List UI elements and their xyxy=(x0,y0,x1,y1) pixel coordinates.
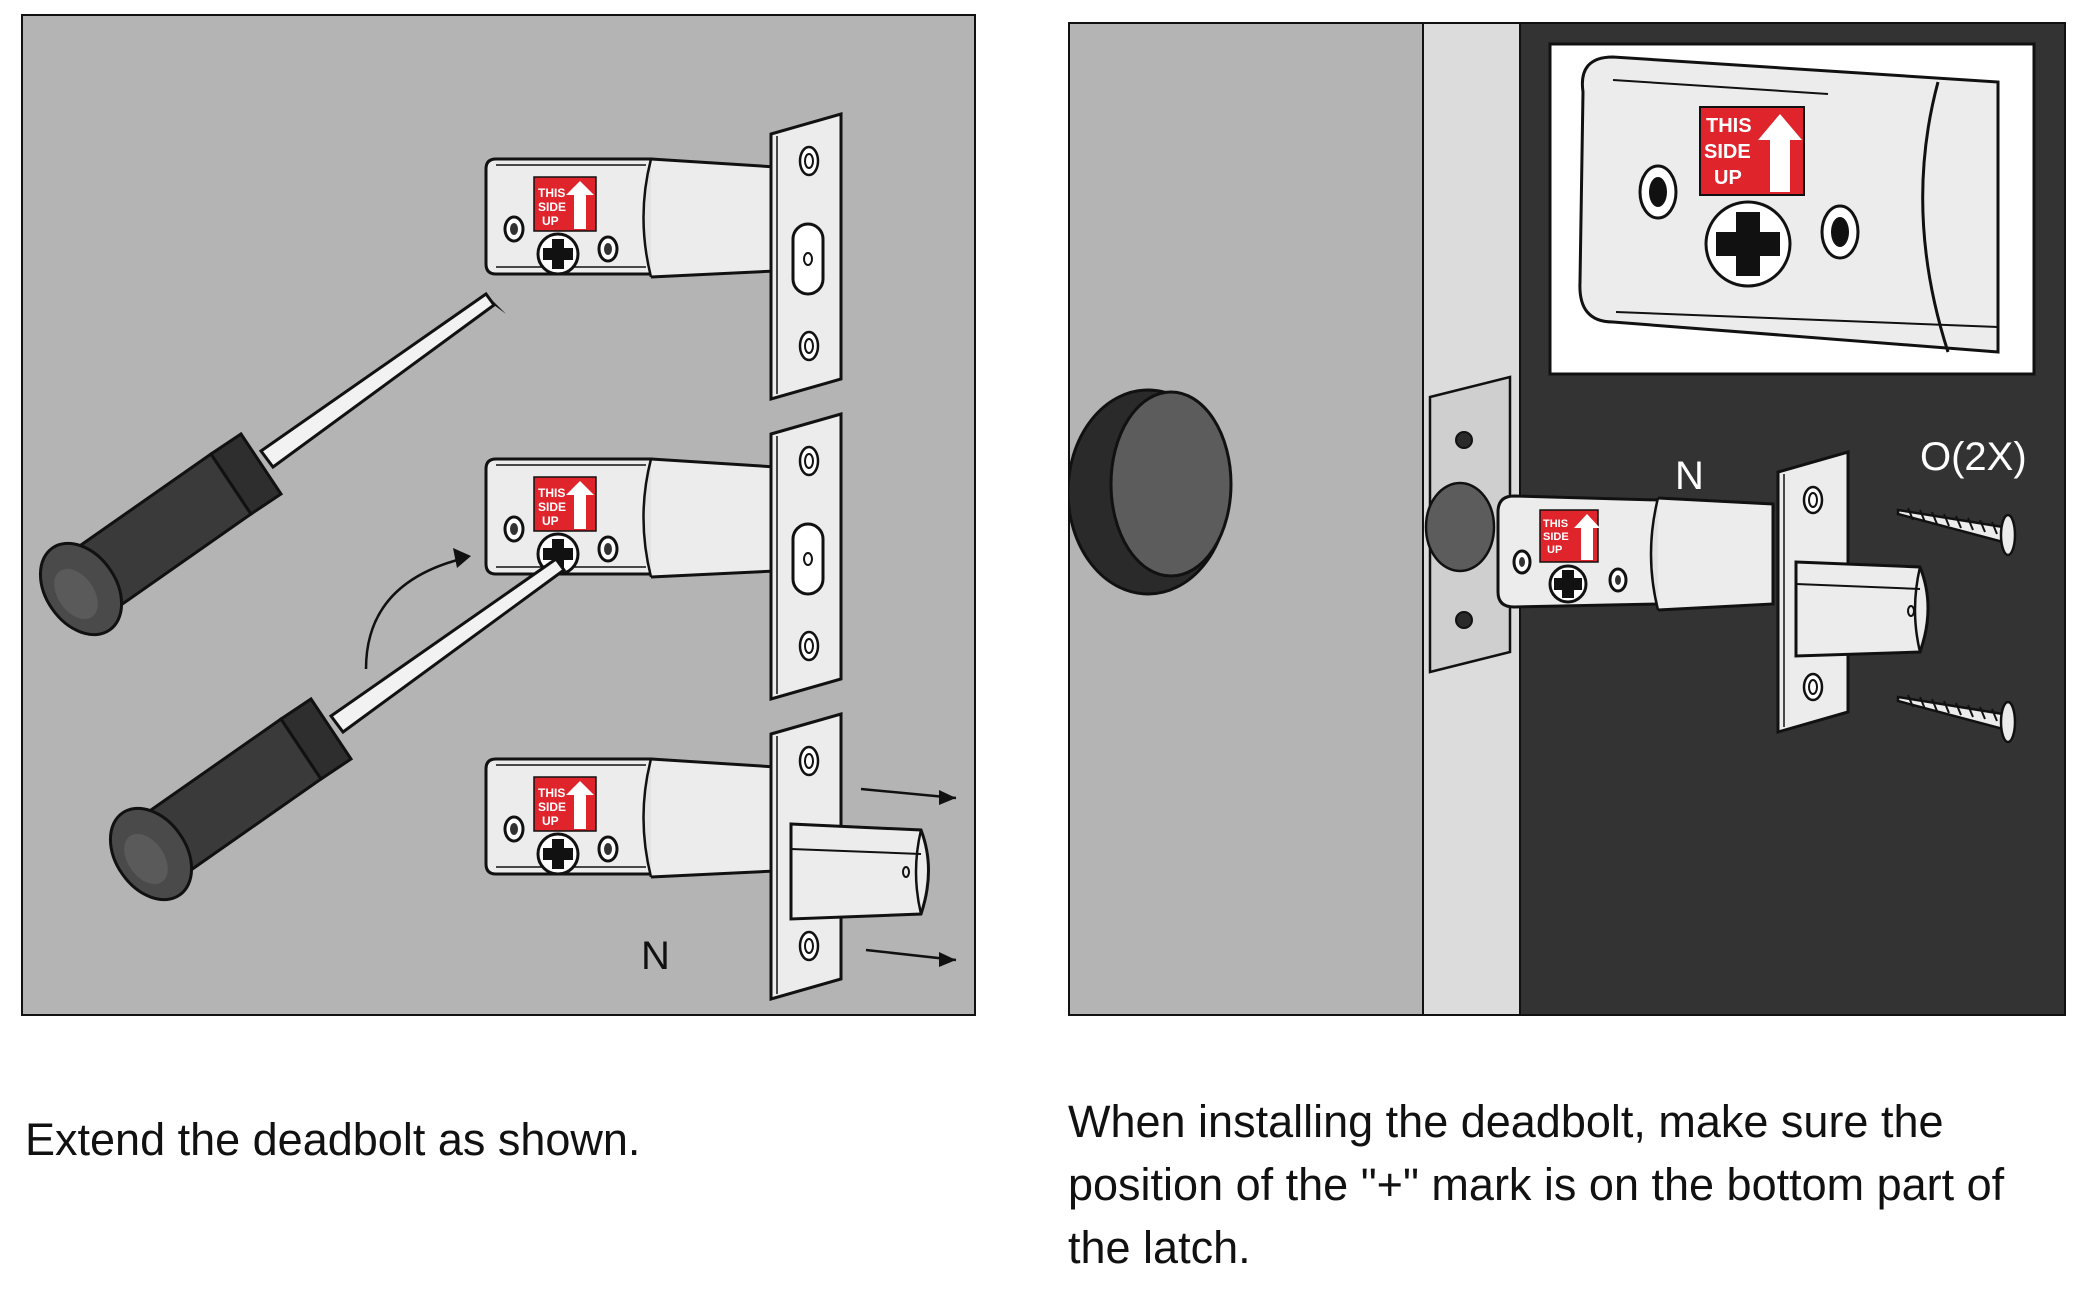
sticker-text-side: SIDE xyxy=(1543,531,1569,543)
sticker-text-this: THIS xyxy=(1543,518,1568,530)
latch-middle: THIS SIDE UP xyxy=(484,457,778,579)
faceplate-middle xyxy=(769,412,843,701)
extended-bolt xyxy=(789,822,930,921)
cross-bore-hole xyxy=(1068,388,1233,596)
caption-left: Extend the deadbolt as shown. xyxy=(25,1114,641,1165)
inset-sticker-side: SIDE xyxy=(1704,141,1751,163)
label-n: N xyxy=(641,934,670,978)
sticker-text-up: UP xyxy=(542,514,559,528)
screwdriver-upper xyxy=(22,292,506,652)
label-screws-2x: O(2X) xyxy=(1920,435,2027,479)
latch-bottom-extended: THIS SIDE UP xyxy=(484,757,778,879)
screw-upper xyxy=(1896,507,2017,557)
sticker-text-this: THIS xyxy=(538,786,565,800)
latch-top: THIS SIDE UP xyxy=(484,157,778,279)
label-n: N xyxy=(1675,454,1704,498)
sticker-text-this: THIS xyxy=(538,486,565,500)
deadbolt-latch: THIS SIDE UP xyxy=(1496,494,1775,612)
screw-lower xyxy=(1896,694,2017,744)
panel-extend-deadbolt: THIS SIDE UP THIS SIDE UP THIS SIDE UP xyxy=(21,14,976,1016)
sticker-text-side: SIDE xyxy=(538,800,566,814)
sticker-text-up: UP xyxy=(1547,544,1562,556)
extend-arrow-bottom xyxy=(865,948,957,967)
inset-sticker-this: THIS xyxy=(1706,115,1752,137)
edge-plate xyxy=(1424,375,1512,674)
sticker-text-up: UP xyxy=(542,814,559,828)
sticker-text-side: SIDE xyxy=(538,200,566,214)
inset-sticker-up: UP xyxy=(1714,167,1742,189)
sticker-text-up: UP xyxy=(542,214,559,228)
extend-arrow-top xyxy=(860,787,957,805)
panel-install-deadbolt: THIS SIDE UP THIS SIDE UP xyxy=(1068,22,2066,1016)
caption-right: When installing the deadbolt, make sure … xyxy=(1068,1096,2005,1273)
sticker-text-side: SIDE xyxy=(538,500,566,514)
faceplate-top xyxy=(769,112,843,401)
latch-bolt xyxy=(1794,560,1930,658)
sticker-text-this: THIS xyxy=(538,186,565,200)
inset-zoom: THIS SIDE UP xyxy=(1548,42,2036,376)
rotate-arrow xyxy=(364,548,471,670)
